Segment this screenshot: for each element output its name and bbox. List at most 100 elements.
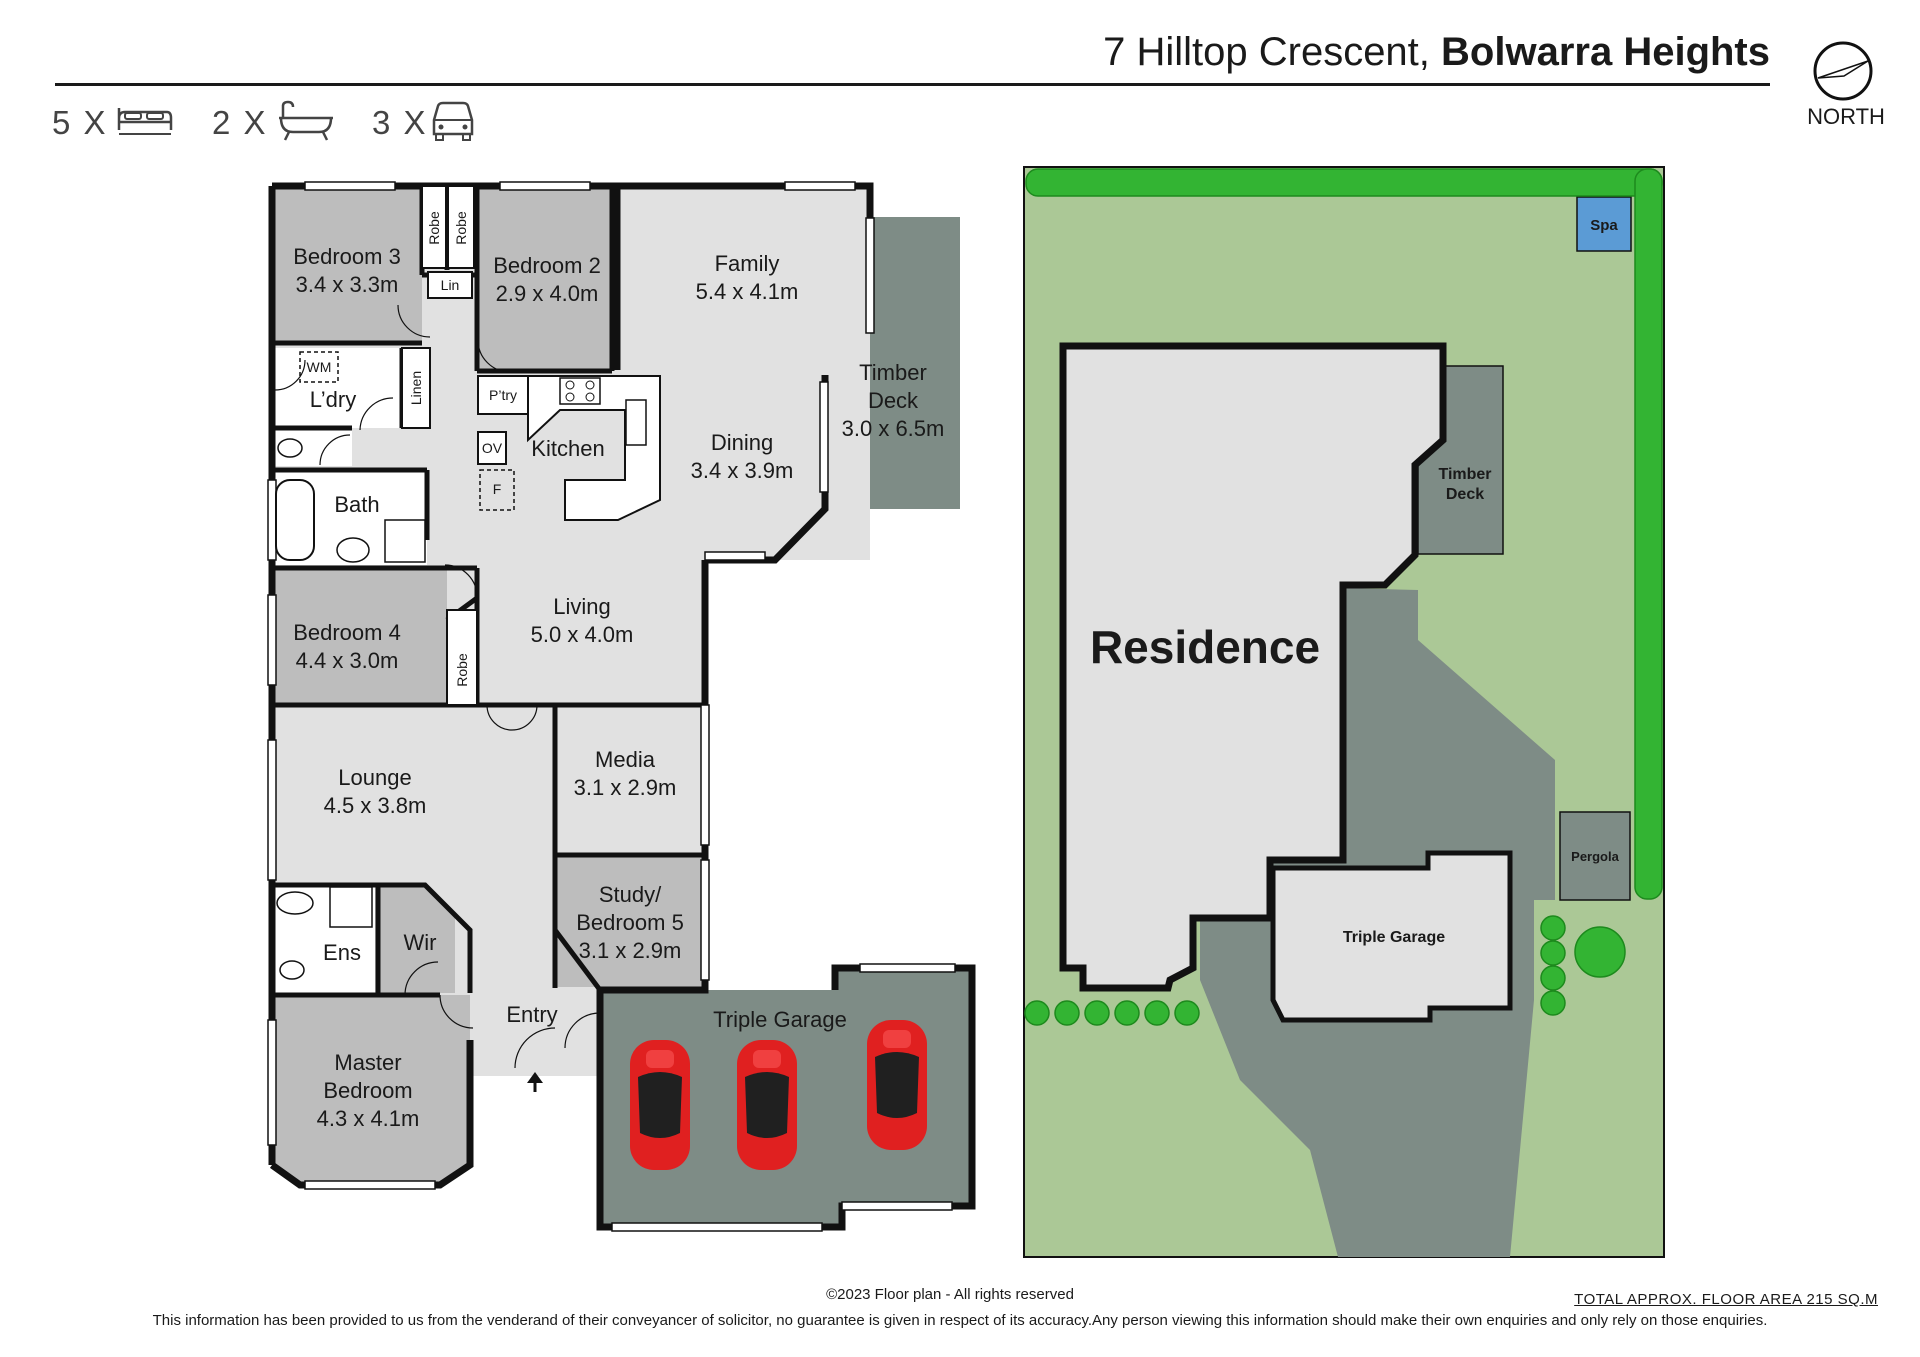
compass-icon — [1813, 41, 1873, 101]
master-fill — [272, 995, 470, 1185]
oven-label: OV — [482, 440, 503, 456]
property-address: 7 Hilltop Crescent, Bolwarra Heights — [1100, 30, 1770, 75]
bath-label: Bath — [334, 492, 379, 517]
wm-box — [299, 351, 339, 383]
bedroom2-label: Bedroom 2 — [493, 253, 601, 278]
address-street: 7 Hilltop Crescent, — [1103, 30, 1430, 74]
site-deck-label-2: Deck — [1446, 486, 1484, 503]
deck-size: 3.0 x 6.5m — [842, 416, 945, 441]
spa-area — [1576, 196, 1632, 252]
address-suburb: Bolwarra Heights — [1441, 30, 1770, 74]
bedroom2-fill — [477, 186, 612, 371]
lounge-size: 4.5 x 3.8m — [324, 793, 427, 818]
bedroom3-fill — [272, 186, 422, 343]
linen-label: Linen — [408, 371, 424, 405]
lounge-label: Lounge — [338, 765, 411, 790]
disclaimer: This information has been provided to us… — [152, 1312, 1768, 1329]
bedroom4-fill — [272, 568, 447, 703]
site-plan: Residence Timber Deck Spa Pergola Triple… — [1023, 166, 1665, 1258]
master-label-2: Bedroom — [323, 1078, 412, 1103]
living-size: 5.0 x 4.0m — [531, 622, 634, 647]
garage-cars — [630, 1020, 927, 1170]
bed-icon — [117, 108, 173, 135]
bedroom3-size: 3.4 x 3.3m — [296, 272, 399, 297]
cooktop-icon — [559, 377, 601, 405]
lin-box — [427, 271, 473, 299]
bedroom2-size: 2.9 x 4.0m — [496, 281, 599, 306]
shower-icon — [384, 519, 426, 563]
car-1-icon — [630, 1040, 690, 1170]
media-label: Media — [595, 747, 656, 772]
total-floor-area: TOTAL APPROX. FLOOR AREA 215 SQ.M — [1574, 1291, 1878, 1308]
bedroom4-size: 4.4 x 3.0m — [296, 648, 399, 673]
family-dining-fill — [617, 186, 870, 560]
media-size: 3.1 x 2.9m — [574, 775, 677, 800]
family-label: Family — [715, 251, 780, 276]
pergola-area — [1559, 811, 1631, 901]
oven-box — [477, 431, 507, 465]
spa-label: Spa — [1590, 217, 1618, 234]
floor-plan: Bedroom 3 3.4 x 3.3m Bedroom 2 2.9 x 4.0… — [267, 181, 976, 1232]
header-rule — [55, 83, 1770, 86]
site-garage-outline — [1270, 850, 1513, 1023]
bathroom-count: 2 X — [212, 104, 268, 141]
entry-label: Entry — [506, 1002, 557, 1027]
wm-label: WM — [307, 359, 332, 375]
bedroom4-label: Bedroom 4 — [293, 620, 401, 645]
residence-outline — [1059, 342, 1447, 992]
fridge-box — [479, 469, 515, 511]
ens-toilet-icon — [279, 960, 305, 980]
kitchen-label: Kitchen — [531, 436, 604, 461]
laundry-fill — [272, 348, 402, 428]
robe-label-2: Robe — [453, 211, 469, 245]
wir-fill — [378, 885, 455, 993]
study-label-1: Study/ — [599, 882, 662, 907]
laundry-label: L’dry — [310, 387, 356, 412]
site-deck-label-1: Timber — [1438, 466, 1491, 483]
master-size: 4.3 x 4.1m — [317, 1106, 420, 1131]
copyright-note: ©2023 Floor plan - All rights reserved — [826, 1286, 1074, 1303]
pantry-box — [477, 375, 529, 415]
plans-drawing: Bedroom 3 3.4 x 3.3m Bedroom 2 2.9 x 4.0… — [267, 166, 1665, 1258]
bathtub-icon — [275, 479, 315, 561]
wir-label: Wir — [404, 930, 437, 955]
robe-box-2 — [447, 185, 475, 269]
family-size: 5.4 x 4.1m — [696, 279, 799, 304]
ens-basin-icon — [276, 891, 314, 915]
dining-label: Dining — [711, 430, 773, 455]
car-2-icon — [737, 1040, 797, 1170]
car-icon — [432, 101, 474, 141]
robe-label-3: Robe — [454, 653, 470, 687]
wc-toilet-icon — [277, 438, 303, 458]
deck-label-2: Deck — [868, 388, 919, 413]
ens-label: Ens — [323, 940, 361, 965]
robe-box-1 — [421, 185, 447, 269]
robe-label-1: Robe — [426, 211, 442, 245]
vanity-basin-icon — [336, 537, 370, 563]
ens-shower-icon — [329, 886, 373, 928]
bedroom3-label: Bedroom 3 — [293, 244, 401, 269]
study-label-2: Bedroom 5 — [576, 910, 684, 935]
robe-box-3 — [446, 609, 478, 706]
car-3-icon — [867, 1020, 927, 1150]
fridge-label: F — [493, 481, 502, 497]
deck-label-1: Timber — [859, 360, 927, 385]
pantry-label: P’try — [489, 387, 517, 403]
lin-label: Lin — [441, 277, 460, 293]
master-label-1: Master — [334, 1050, 401, 1075]
site-garage-label: Triple Garage — [1343, 929, 1445, 946]
linen-box — [401, 347, 431, 429]
hedges — [1024, 168, 1663, 1026]
kitchen-counter — [527, 375, 661, 521]
car-space-count: 3 X — [372, 104, 428, 141]
study-size: 3.1 x 2.9m — [579, 938, 682, 963]
entry-arrow-icon — [527, 1072, 543, 1083]
bedroom-count: 5 X — [52, 104, 108, 141]
sink-icon — [625, 399, 647, 446]
living-label: Living — [553, 594, 610, 619]
dining-size: 3.4 x 3.9m — [691, 458, 794, 483]
garage-label: Triple Garage — [713, 1007, 847, 1032]
pergola-label: Pergola — [1571, 849, 1619, 864]
residence-label: Residence — [1090, 621, 1320, 673]
bath-icon — [279, 100, 333, 141]
